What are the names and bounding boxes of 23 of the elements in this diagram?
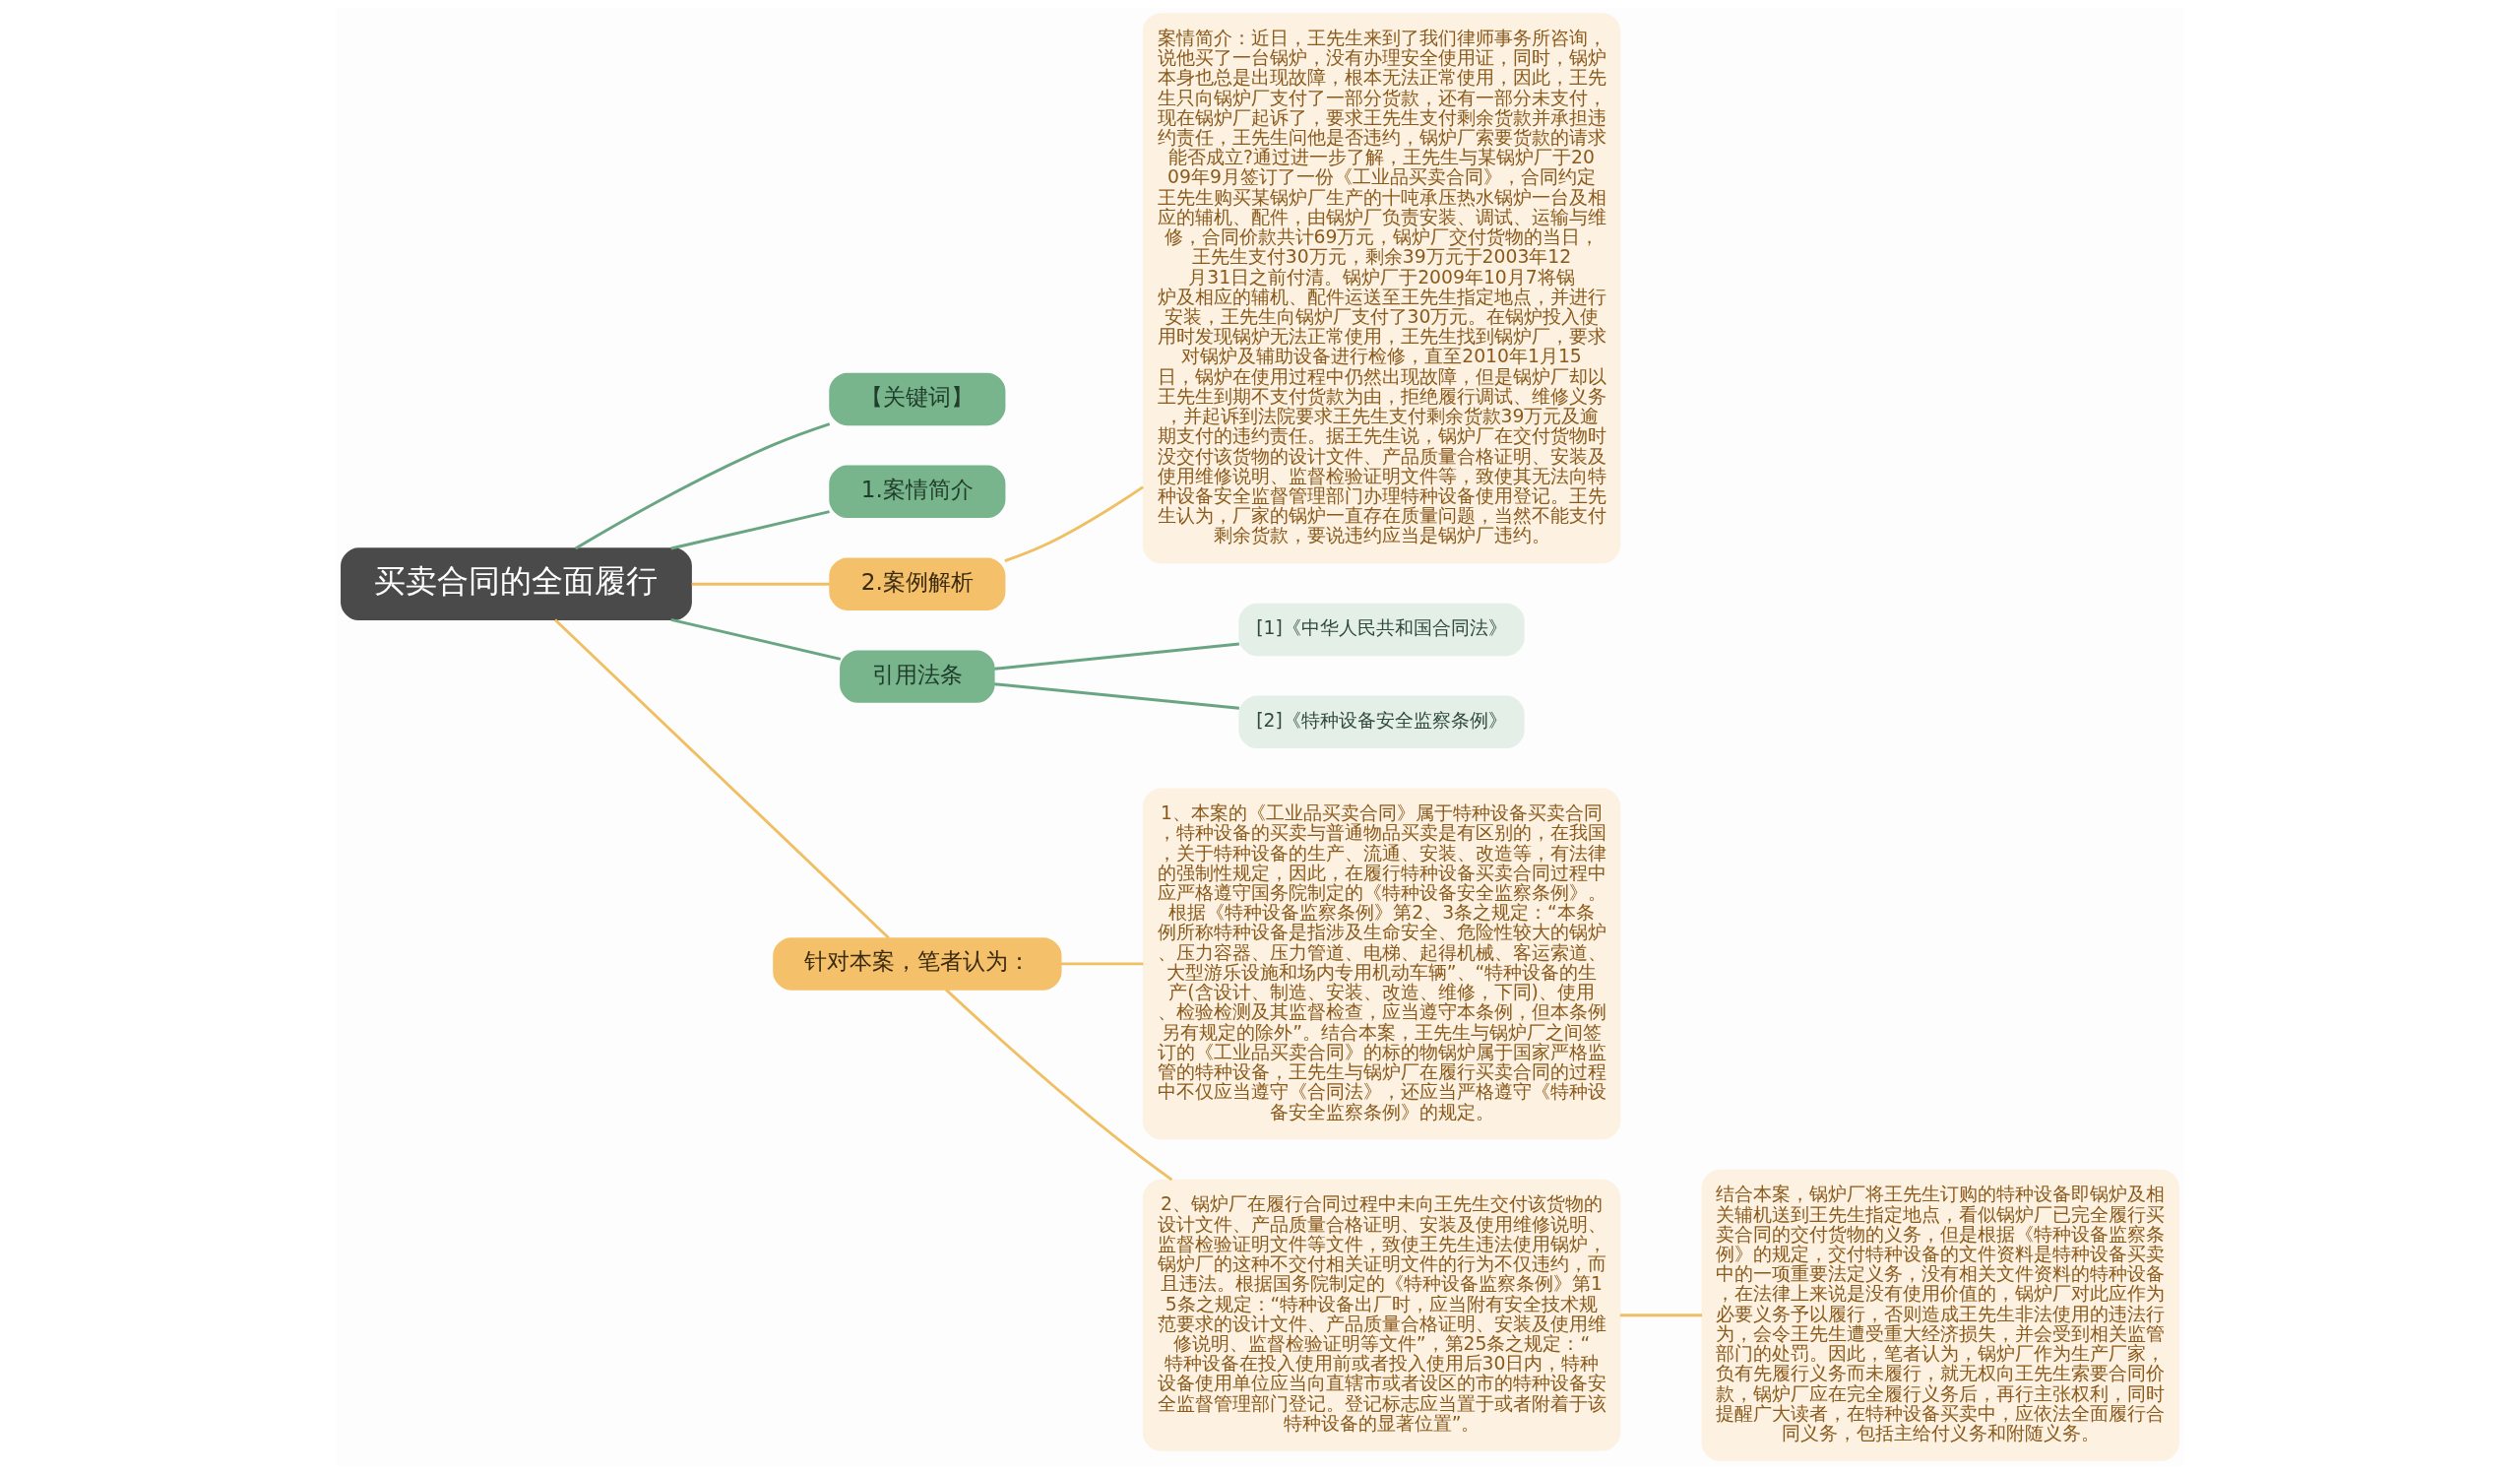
- node-box: 针对本案，笔者认为：: [773, 937, 1062, 991]
- node-box: 【关键词】: [829, 372, 1006, 426]
- connector: [691, 582, 830, 586]
- connector: [575, 422, 831, 550]
- connector: [994, 642, 1239, 671]
- node-box: 2、锅炉厂在履行合同过程中未向王先生交付该货物的设计文件、产品质量合格证明、安装及使用维修说明、监督检验证明文件等文件，致使王先生违法使用锅炉，锅炉厂的这种不交付相关证明文件的行为不仅违约，而且违法。根据国务院制定的《特种设备监察条例》第15条之规定：“特种设备出厂时，应当附有安全技术规范要求的设计文件、产品质量合格证明、安装及使用维修说明、监督检验证明等文件”，第25条之规定：“特种设备在投入使用前或者投入使用后30日内，特种设备使用单位应当向直辖市或者设区的市的特种设备安全监督管理部门登记。登记标志应当置于或者附着于该特种设备的显著位置”。: [1142, 1179, 1621, 1451]
- node-box: 引用法条: [840, 650, 995, 703]
- connector: [1004, 485, 1144, 563]
- connector: [670, 510, 830, 550]
- connector: [670, 617, 842, 661]
- node-box: 1、本案的《工业品买卖合同》属于特种设备买卖合同，特种设备的买卖与普通物品买卖是有区别的，在我国，关于特种设备的生产、流通、安装、改造等，有法律的强制性规定，因此，在履行特种设备买卖合同过程中应严格遵守国务院制定的《特种设备安全监察条例》。根据《特种设备监察条例》第2、3条之规定：“本条例所称特种设备是指涉及生命安全、危险性较大的锅炉、压力容器、压力管道、电梯、起得机械、客运索道、大型游乐设施和场内专用机动车辆”、“特种设备的生产(含设计、制造、安装、改造、维修，下同)、使用、检验检测及其监督检查，应当遵守本条例，但本条例另有规定的除外”。结合本案，王先生与锅炉厂之间签订的《工业品买卖合同》的标的物锅炉属于国家严格监管的特种设备，王先生与锅炉厂在履行买卖合同的过程中不仅应当遵守《合同法》，还应当严格遵守《特种设备安全监察条例》的规定。: [1142, 788, 1621, 1140]
- connector: [994, 682, 1239, 710]
- connector: [1619, 1314, 1703, 1317]
- node-box: 2.案例解析: [829, 557, 1006, 610]
- node-box: 1.案情简介: [829, 465, 1006, 519]
- node-box: [1]《中华人民共和国合同法》: [1238, 603, 1525, 657]
- connector: [1060, 962, 1144, 966]
- connector: [553, 618, 890, 939]
- connector: [945, 989, 1173, 1182]
- node-box: 结合本案，锅炉厂将王先生订购的特种设备即锅炉及相关辅机送到王先生指定地点，看似锅炉厂已完全履行买卖合同的交付货物的义务，但是根据《特种设备监察条例》的规定，交付特种设备的文件资料是特种设备买卖中的一项重要法定义务，没有相关文件资料的特种设备，在法律上来说是没有使用价值的，锅炉厂对此应作为必要义务予以履行，否则造成王先生非法使用的违法行为，会令王先生遭受重大经济损失，并会受到相关监管部门的处罚。因此，笔者认为，锅炉厂作为生产厂家，负有先履行义务而未履行，就无权向王先生索要合同价款，锅炉厂应在完全履行义务后，再行主张权利，同时提醒广大读者，在特种设备买卖中，应依法全面履行合同义务，包括主给付义务和附随义务。: [1701, 1169, 2179, 1461]
- node-box: 买卖合同的全面履行: [341, 547, 692, 621]
- node-box: [2]《特种设备安全监察条例》: [1238, 695, 1525, 749]
- node-box: 案情简介：近日，王先生来到了我们律师事务所咨询，说他买了一台锅炉，没有办理安全使用证，同时，锅炉本身也总是出现故障，根本无法正常使用，因此，王先生只向锅炉厂支付了一部分货款，还有一部分未支付，现在锅炉厂起诉了，要求王先生支付剩余货款并承担违约责任，王先生问他是否违约，锅炉厂索要货款的请求能否成立?通过进一步了解，王先生与某锅炉厂于2009年9月签订了一份《工业品买卖合同》，合同约定王先生购买某锅炉厂生产的十吨承压热水锅炉一台及相应的辅机、配件，由锅炉厂负责安装、调试、运输与维修，合同价款共计69万元，锅炉厂交付货物的当日，王先生支付30万元，剩余39万元于2003年12月31日之前付清。锅炉厂于2009年10月7将锅炉及相应的辅机、配件运送至王先生指定地点，并进行安装，王先生向锅炉厂支付了30万元。在锅炉投入使用时发现锅炉无法正常使用，王先生找到锅炉厂，要求对锅炉及辅助设备进行检修，直至2010年1月15日，锅炉在使用过程中仍然出现故障，但是锅炉厂却以王先生到期不支付货款为由，拒绝履行调试、维修义务，并起诉到法院要求王先生支付剩余货款39万元及逾期支付的违约责任。据王先生说，锅炉厂在交付货物时没交付该货物的设计文件、产品质量合格证明、安装及使用维修说明、监督检验证明文件等，致使其无法向特种设备安全监督管理部门办理特种设备使用登记。王先生认为，厂家的锅炉一直存在质量问题，当然不能支付剩余货款，要说违约应当是锅炉厂违约。: [1142, 13, 1621, 564]
